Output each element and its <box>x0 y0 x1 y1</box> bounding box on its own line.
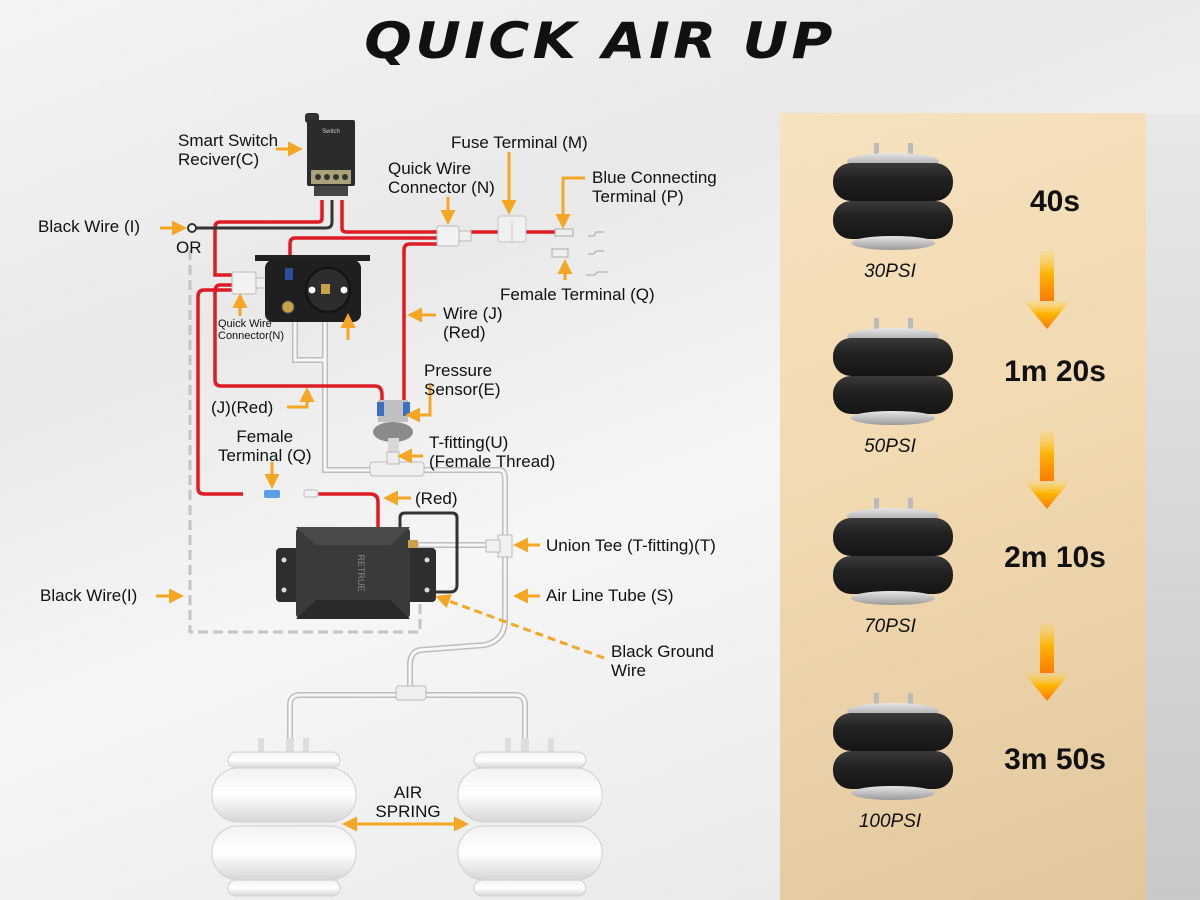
label-red: (Red) <box>415 489 458 508</box>
pressure-sensor <box>369 400 425 477</box>
psi-label: 50PSI <box>864 436 916 457</box>
inflation-time: 3m 50s <box>1004 743 1106 776</box>
label-or: OR <box>176 238 202 257</box>
psi-label: 100PSI <box>858 811 922 832</box>
label-union-tee: Union Tee (T-fitting)(T) <box>546 536 716 555</box>
compressor-brand-text: RETRUE <box>356 554 366 591</box>
label-quick-wire-connector-small: Quick Wire Connector(N) <box>218 318 285 342</box>
down-arrow-icon <box>1024 623 1070 706</box>
label-black-ground-wire: Black Ground Wire <box>611 642 714 680</box>
quick-wire-connector-small <box>231 271 267 295</box>
inflation-time: 40s <box>1029 185 1081 218</box>
air-spring-image <box>830 143 956 258</box>
label-air-spring: AIR SPRING <box>375 783 441 821</box>
air-spring-image <box>830 318 956 433</box>
label-t-fitting: T-fitting(U) (Female Thread) <box>429 433 556 471</box>
black-wire-ring-terminal <box>187 223 197 233</box>
label-j-red: (J)(Red) <box>211 398 274 417</box>
wiring-diagram: Switch <box>156 113 608 897</box>
air-spring-left <box>211 738 357 897</box>
air-spring-image <box>830 498 956 613</box>
black-wires <box>196 200 459 594</box>
fuse-terminal <box>497 215 527 243</box>
right-edge-shade <box>1146 113 1200 900</box>
inflation-time-panel: 30PSI 40s 50PSI 1m 20s <box>780 113 1146 900</box>
smart-switch-receiver <box>305 113 355 196</box>
label-quick-wire-connector-top: Quick Wire Connector (N) <box>388 159 495 197</box>
red-wires <box>196 200 555 530</box>
inflation-time: 2m 10s <box>1004 541 1106 574</box>
compressor <box>276 527 436 619</box>
gauge-panel <box>255 255 370 322</box>
quick-wire-connector-top <box>436 225 472 247</box>
inflation-time: 1m 20s <box>1004 355 1106 388</box>
pointer-arrows <box>156 141 605 660</box>
female-terminal-left <box>264 490 280 498</box>
label-female-terminal-left: Female Terminal (Q) <box>218 427 312 465</box>
switch-brand-text: Switch <box>322 129 340 135</box>
label-black-wire-top: Black Wire (I) <box>38 217 140 236</box>
bottom-tee <box>395 685 427 701</box>
black-wire-dashed <box>188 250 422 634</box>
psi-label: 70PSI <box>864 616 916 637</box>
psi-label: 30PSI <box>864 261 916 282</box>
label-blue-connecting-terminal: Blue Connecting Terminal (P) <box>592 168 717 206</box>
label-black-wire-bottom: Black Wire(I) <box>40 586 138 605</box>
blue-connecting-terminal <box>554 228 574 237</box>
down-arrow-icon <box>1024 431 1070 514</box>
label-female-terminal-top: Female Terminal (Q) <box>500 285 655 304</box>
air-spring-image <box>830 693 956 808</box>
label-fuse-terminal: Fuse Terminal (M) <box>451 133 588 152</box>
air-spring-right <box>457 738 603 897</box>
label-pressure-sensor: Pressure Sensor(E) <box>424 361 501 399</box>
down-arrow-icon <box>1024 251 1070 334</box>
label-air-line-tube: Air Line Tube (S) <box>546 586 674 605</box>
label-wire-j: Wire (J) (Red) <box>443 304 503 342</box>
label-smart-switch: Smart Switch Reciver(C) <box>178 131 279 169</box>
female-terminal-top <box>551 248 569 258</box>
page-title: QUICK AIR UP <box>364 12 836 70</box>
